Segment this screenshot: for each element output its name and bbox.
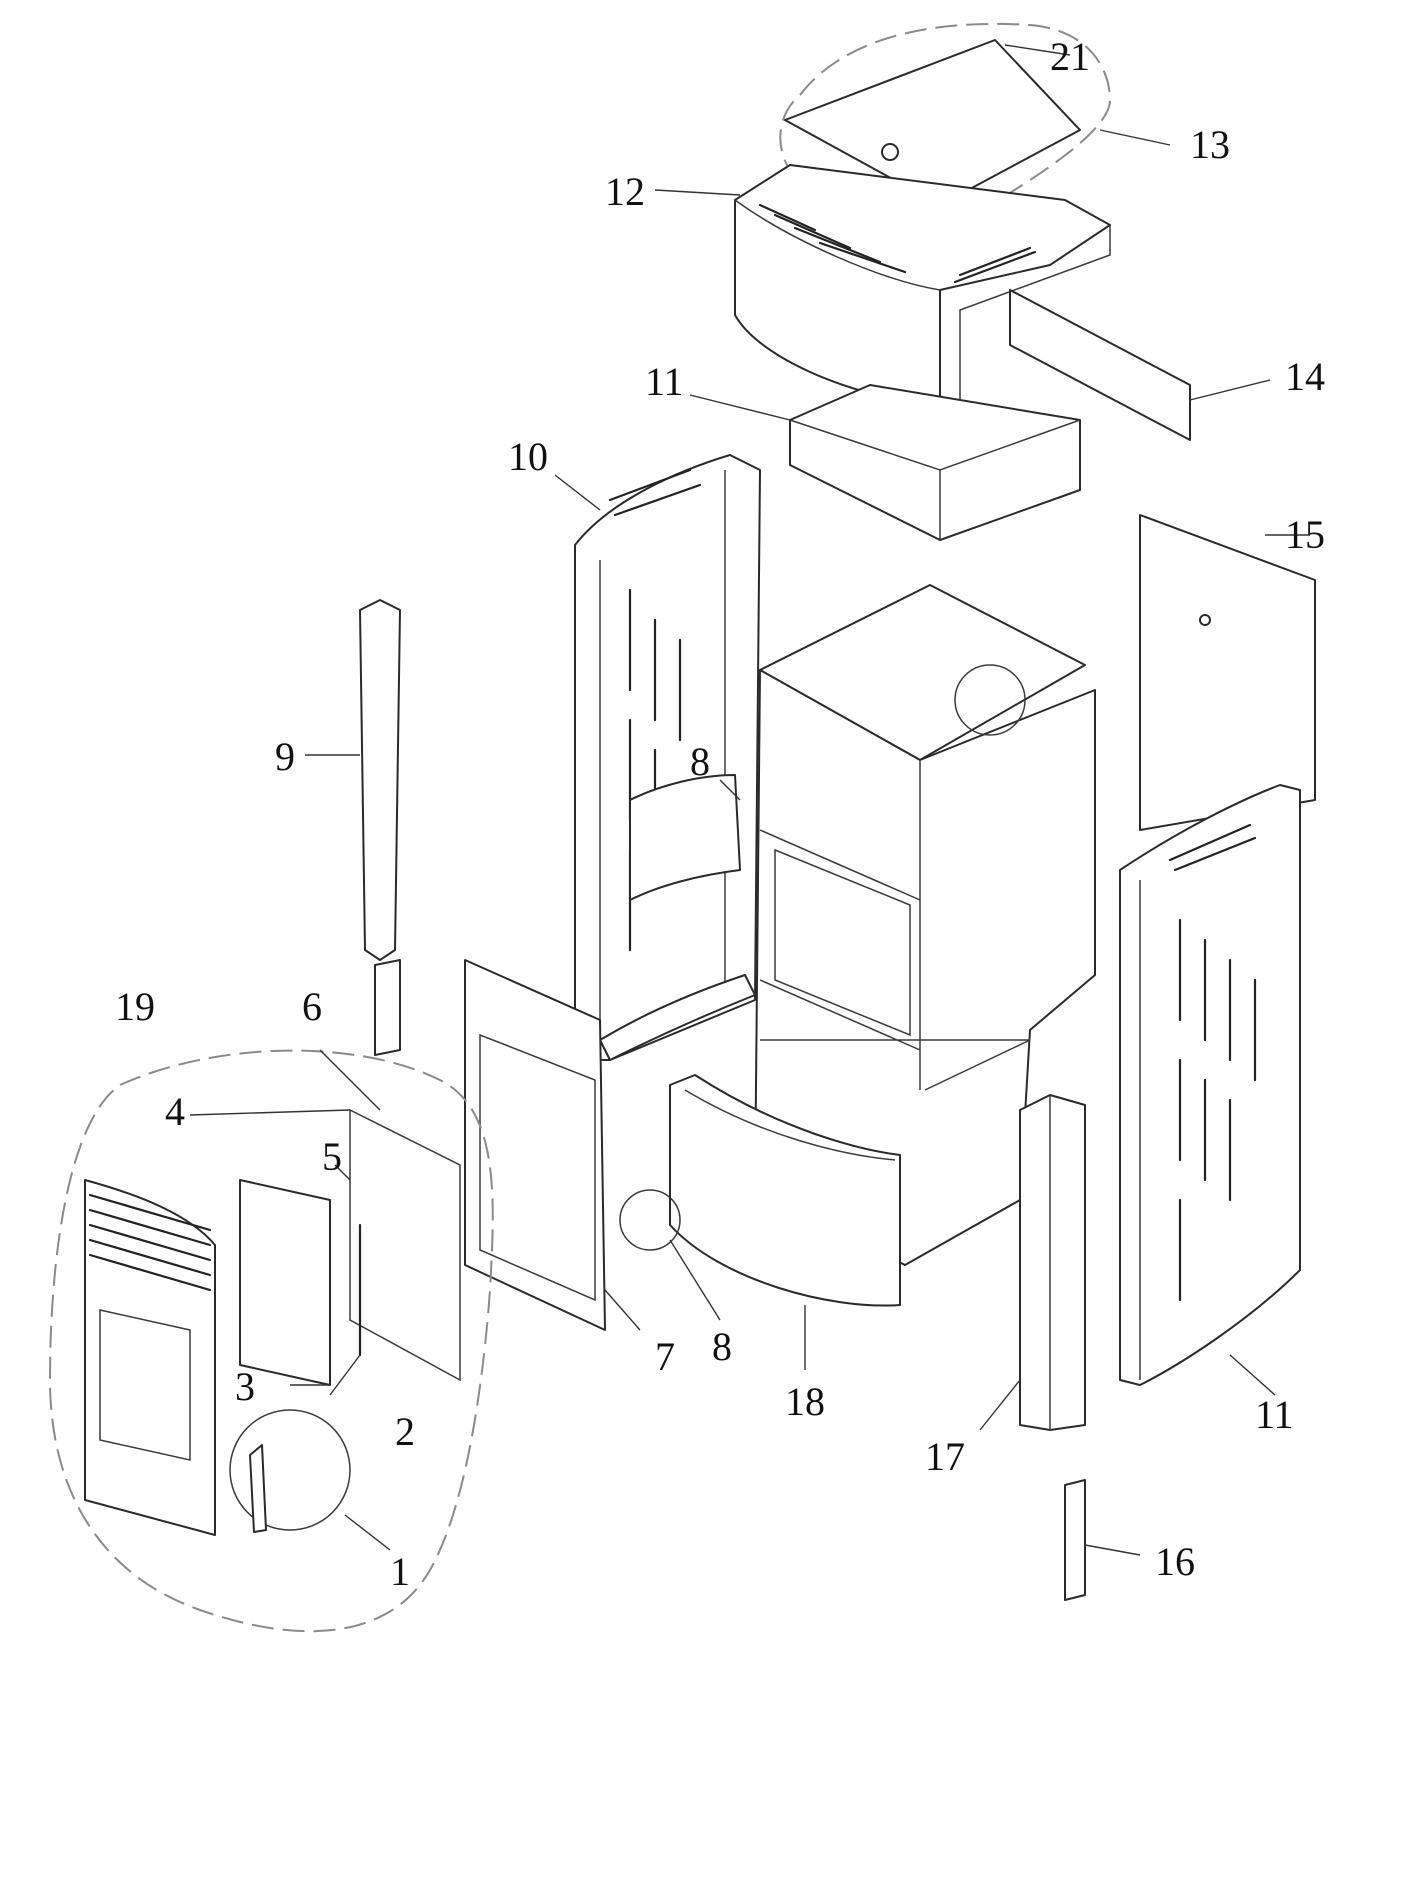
handle xyxy=(249,1444,267,1533)
callout-13: 12 xyxy=(605,169,645,214)
main-body-window xyxy=(774,848,911,1037)
leader-lines xyxy=(189,44,1310,1556)
door-frame xyxy=(464,959,606,1331)
callout-5: 5 xyxy=(322,1134,342,1179)
top-cover-front xyxy=(734,199,941,291)
side-panel-right xyxy=(1119,784,1301,1386)
front-panel-grille xyxy=(88,1193,212,1292)
group-outline-20 xyxy=(48,1049,494,1633)
front-panel xyxy=(84,1179,216,1536)
callout-6: 6 xyxy=(302,984,322,1029)
main-body-port xyxy=(954,664,1026,736)
top-cover-slots xyxy=(758,203,1037,284)
callout-11-right: 11 xyxy=(1255,1392,1294,1437)
callout-14: 13 xyxy=(1190,122,1230,167)
callout-21: 21 xyxy=(1050,34,1090,79)
callout-9: 9 xyxy=(275,734,295,779)
callout-11-left: 10 xyxy=(508,434,548,479)
glass-pane xyxy=(239,1179,331,1386)
front-column xyxy=(1019,1094,1086,1431)
callout-4: 4 xyxy=(165,1089,185,1134)
side-panel-left xyxy=(574,454,761,1061)
front-panel-window xyxy=(99,1309,191,1461)
handle-group xyxy=(229,1409,351,1531)
grate xyxy=(629,774,741,901)
tray-edge xyxy=(789,419,1081,540)
gasket xyxy=(349,1108,461,1382)
side-panel-right-slots xyxy=(1168,823,1257,1302)
callout-7: 7 xyxy=(655,1334,675,1379)
callout-18: 17 xyxy=(925,1434,965,1479)
callout-19: 18 xyxy=(785,1379,825,1424)
rear-panel xyxy=(1139,514,1316,831)
callout-1: 1 xyxy=(390,1549,410,1594)
callout-20: 19 xyxy=(115,984,155,1029)
rear-panel-hole xyxy=(1199,614,1211,626)
callout-16: 15 xyxy=(1285,512,1325,557)
vertical-rail-bracket xyxy=(374,959,401,1056)
lid-hole xyxy=(881,143,899,161)
top-cover-shell xyxy=(734,164,1111,406)
front-apron-top xyxy=(684,1089,896,1161)
side-panel-left-bottom xyxy=(599,974,756,1061)
main-body-detail xyxy=(759,760,1031,1091)
hardware-group xyxy=(619,1189,681,1251)
door-frame-window xyxy=(479,1033,596,1302)
vertical-rail xyxy=(359,599,401,961)
callout-8: 8 xyxy=(712,1324,732,1369)
rear-bracket xyxy=(1009,289,1191,441)
base-bracket xyxy=(1064,1479,1086,1601)
callout-12: 11 xyxy=(645,359,684,404)
side-panel-left-inner xyxy=(599,470,726,1055)
callout-10: 8 xyxy=(690,739,710,784)
callout-2: 2 xyxy=(395,1409,415,1454)
front-apron xyxy=(669,1074,901,1307)
callout-15: 14 xyxy=(1285,354,1325,399)
callout-17: 16 xyxy=(1155,1539,1195,1584)
tray xyxy=(789,384,1081,541)
callout-3: 3 xyxy=(235,1364,255,1409)
